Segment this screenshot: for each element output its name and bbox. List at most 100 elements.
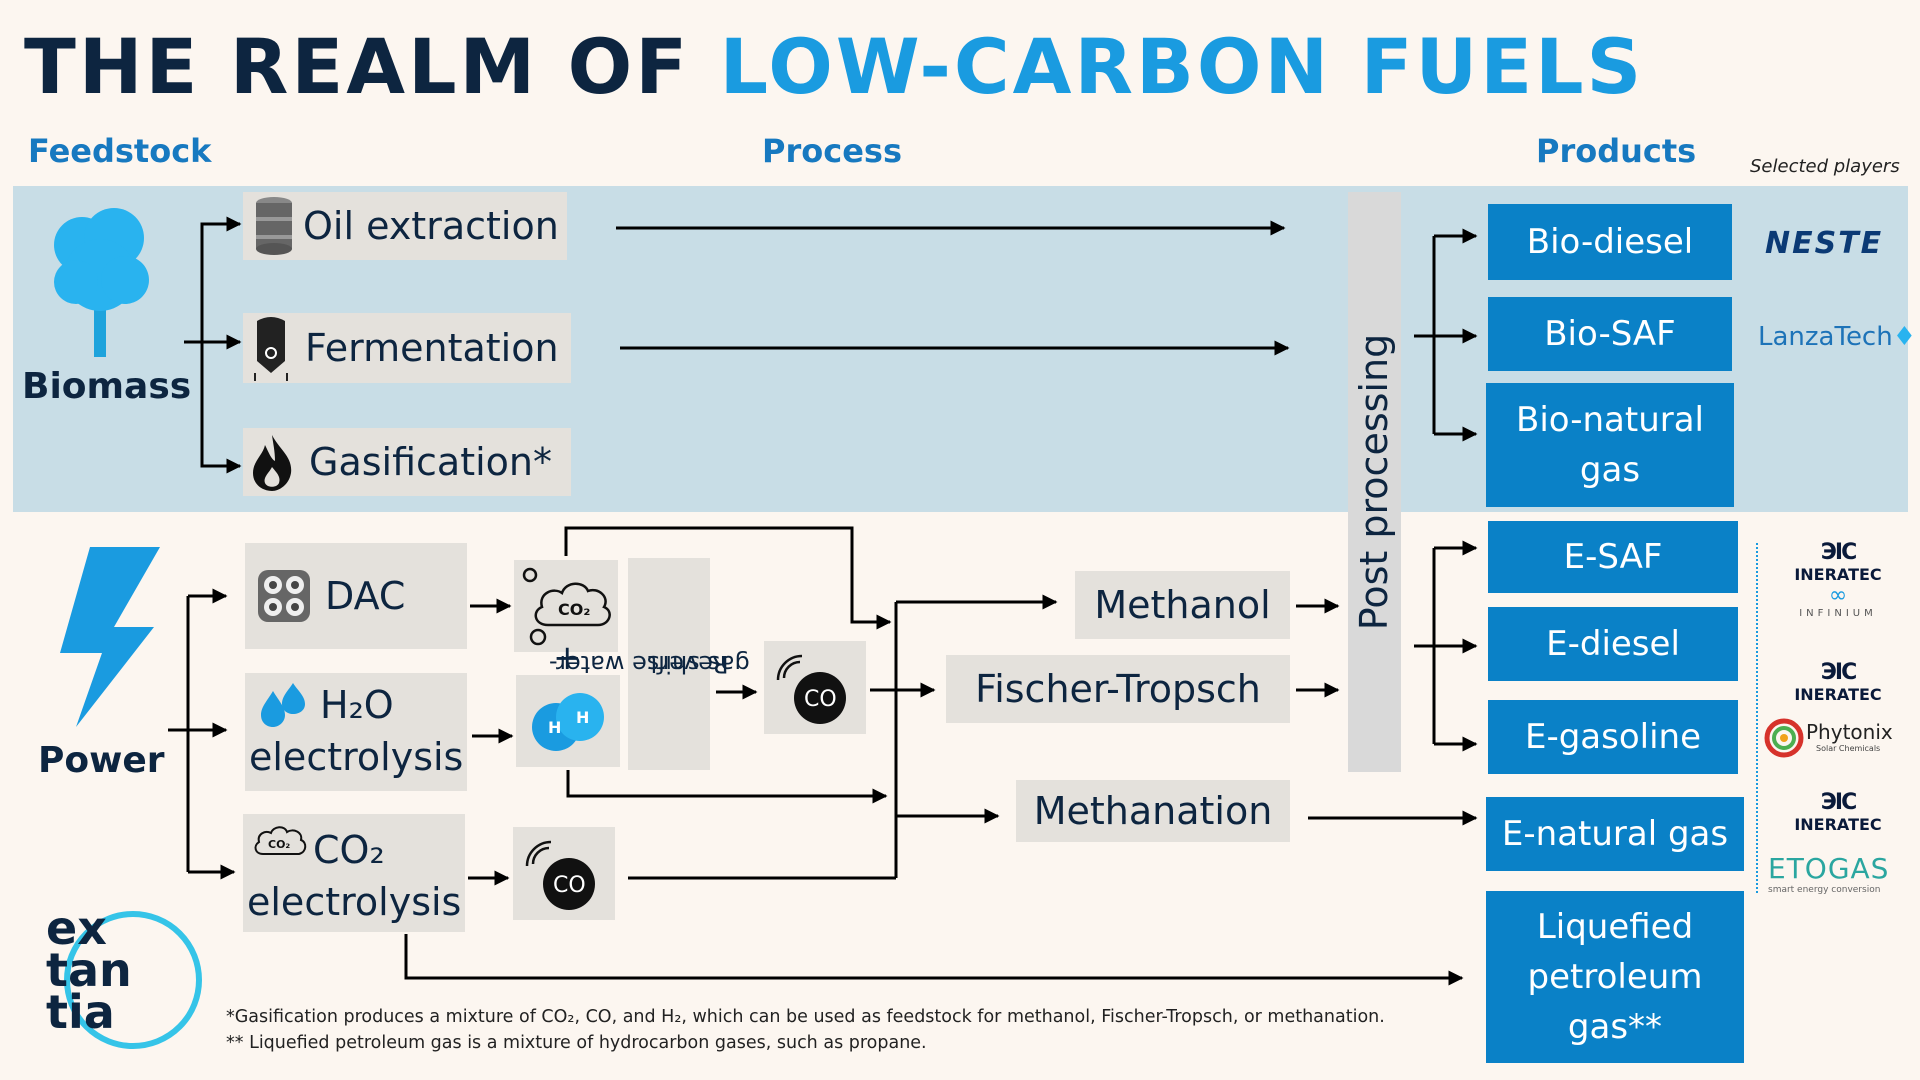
co2-bubble-text: CO₂ (558, 600, 590, 619)
co2-intermediate-box: CO₂ (514, 560, 618, 652)
fermentation-box: Fermentation (243, 313, 571, 383)
h2-bypass-to-junction (566, 770, 888, 804)
co-intermediate-box-2: CO (513, 827, 615, 920)
dac-fan-array-icon (258, 570, 310, 622)
brand-line2: tan (46, 943, 132, 997)
gasification-label: Gasification* (309, 440, 552, 484)
tree-icon (54, 208, 149, 357)
e-diesel-label: E-diesel (1546, 624, 1680, 664)
h2o-label: H₂O (320, 683, 394, 727)
etogas-logo: ETOGAS smart energy conversion (1768, 852, 1892, 895)
ineratec-logo-2: ЭIC INERATEC (1778, 660, 1898, 704)
plus-sign: + (553, 638, 582, 678)
extantia-ring-icon (64, 911, 202, 1049)
h-atom-2: H (576, 708, 589, 727)
lanzatech-flame-icon: ♦ (1892, 322, 1917, 352)
lpg-line2: petroleum (1527, 957, 1703, 997)
bio-diesel-label: Bio-diesel (1526, 222, 1694, 262)
product-bio-natural-gas: Bio-natural gas (1486, 383, 1734, 507)
bio-natural-gas-line1: Bio-natural (1516, 400, 1704, 440)
phytonix-text: Phytonix (1806, 720, 1893, 744)
h2-molecule-icon: H H (532, 693, 604, 751)
co-text-1: CO (804, 687, 837, 712)
brand-line1: ex (46, 901, 107, 955)
extantia-logo: ex tan tia (38, 905, 208, 1055)
lightning-icon (60, 547, 160, 727)
ineratec-mark-icon: ЭIC (1820, 540, 1857, 565)
product-e-natural-gas: E-natural gas (1486, 797, 1744, 871)
co-molecule-icon: CO (776, 654, 846, 724)
e-gasoline-label: E-gasoline (1524, 717, 1702, 757)
co2-electrolysis-label: electrolysis (247, 880, 462, 924)
co-intermediate-box-1: CO (764, 641, 866, 734)
co2-label: CO₂ (313, 828, 385, 872)
process-header: Process (762, 132, 902, 170)
gasification-box: Gasification* (243, 428, 571, 496)
page-title: THE REALM OF LOW-CARBON FUELS (24, 22, 1644, 111)
bio-natural-gas-line2: gas (1579, 450, 1641, 490)
phytonix-logo: Phytonix Solar Chemicals (1764, 718, 1894, 762)
etogas-text: ETOGAS (1768, 852, 1890, 885)
lanzatech-text: LanzaTech (1758, 322, 1893, 352)
power-label: Power (38, 740, 165, 781)
lanzatech-logo: LanzaTech♦ (1758, 322, 1916, 352)
methanation-box: Methanation (1016, 780, 1290, 842)
brand-line3: tia (46, 985, 115, 1039)
bio-saf-label: Bio-SAF (1544, 314, 1676, 354)
co2-bypass-to-methanol (564, 526, 892, 630)
dac-box: DAC (245, 543, 467, 649)
etogas-sub-text: smart energy conversion (1768, 885, 1881, 895)
ineratec-mark-icon: ЭIC (1820, 790, 1857, 815)
phytonix-sub-text: Solar Chemicals (1816, 744, 1881, 753)
ineratec-text-2: INERATEC (1794, 685, 1882, 704)
e-saf-label: E-SAF (1563, 537, 1663, 577)
oil-extraction-label: Oil extraction (303, 204, 559, 248)
ineratec-text-1: INERATEC (1794, 565, 1882, 584)
co-text-2: CO (553, 873, 586, 898)
neste-logo: NESTE (1765, 226, 1884, 261)
h2o-electrolysis-box: H₂O electrolysis (245, 673, 467, 791)
h2o-electrolysis-label: electrolysis (249, 735, 464, 779)
footnote-2: ** Liquefied petroleum gas is a mixture … (226, 1033, 927, 1053)
ineratec-logo-1: ЭIC INERATEC ∞ INFINIUM (1778, 540, 1898, 619)
svg-text:CO₂: CO₂ (268, 838, 290, 851)
co2-cloud-icon: CO₂ (254, 826, 307, 855)
co-molecule-icon: CO (525, 840, 595, 910)
product-e-gasoline: E-gasoline (1488, 700, 1738, 774)
feedstock-header: Feedstock (28, 132, 212, 170)
product-bio-saf: Bio-SAF (1488, 297, 1732, 371)
footnote-1: *Gasification produces a mixture of CO₂,… (226, 1007, 1385, 1027)
selected-players-label: Selected players (1750, 156, 1900, 177)
h2-molecule-box: H H (516, 675, 620, 767)
lpg-line3: gas** (1567, 1007, 1663, 1047)
water-drops-icon (261, 683, 305, 727)
e-natural-gas-label: E-natural gas (1501, 814, 1729, 854)
ineratec-mark-icon: ЭIC (1820, 660, 1857, 685)
lpg-line1: Liquefied (1536, 907, 1694, 947)
ineratec-text-3: INERATEC (1794, 815, 1882, 834)
co2-electrolysis-to-lpg (404, 934, 1464, 986)
title-accent: LOW-CARBON FUELS (719, 22, 1645, 111)
oil-barrel-icon (256, 197, 292, 255)
ineratec-logo-3: ЭIC INERATEC (1778, 790, 1898, 834)
fermentation-label: Fermentation (305, 326, 559, 370)
post-processing-box: Post processing (1348, 192, 1401, 772)
products-header: Products (1536, 132, 1697, 170)
co2-cloud-icon: CO₂ (522, 567, 611, 646)
product-bio-diesel: Bio-diesel (1488, 204, 1732, 280)
co2-electrolysis-box: CO₂ CO₂ electrolysis (243, 814, 465, 932)
product-lpg: Liquefied petroleum gas** (1486, 891, 1744, 1063)
fischer-tropsch-box: Fischer-Tropsch (946, 655, 1290, 723)
methanol-box: Methanol (1075, 571, 1290, 639)
reverse-water-gas-shift-box: Reverse water-gas shift (549, 558, 750, 770)
product-e-saf: E-SAF (1488, 521, 1738, 593)
players-dotted-bracket (1756, 543, 1762, 893)
fischer-tropsch-label: Fischer-Tropsch (975, 667, 1261, 711)
biomass-bracket (200, 222, 238, 468)
fermenter-tank-icon (254, 317, 288, 381)
h-atom-1: H (548, 718, 561, 737)
infinium-symbol-icon: ∞ (1828, 583, 1848, 608)
extantia-wordmark: ex tan tia (46, 901, 132, 1039)
biomass-label: Biomass (22, 366, 192, 407)
flame-icon (253, 435, 292, 491)
